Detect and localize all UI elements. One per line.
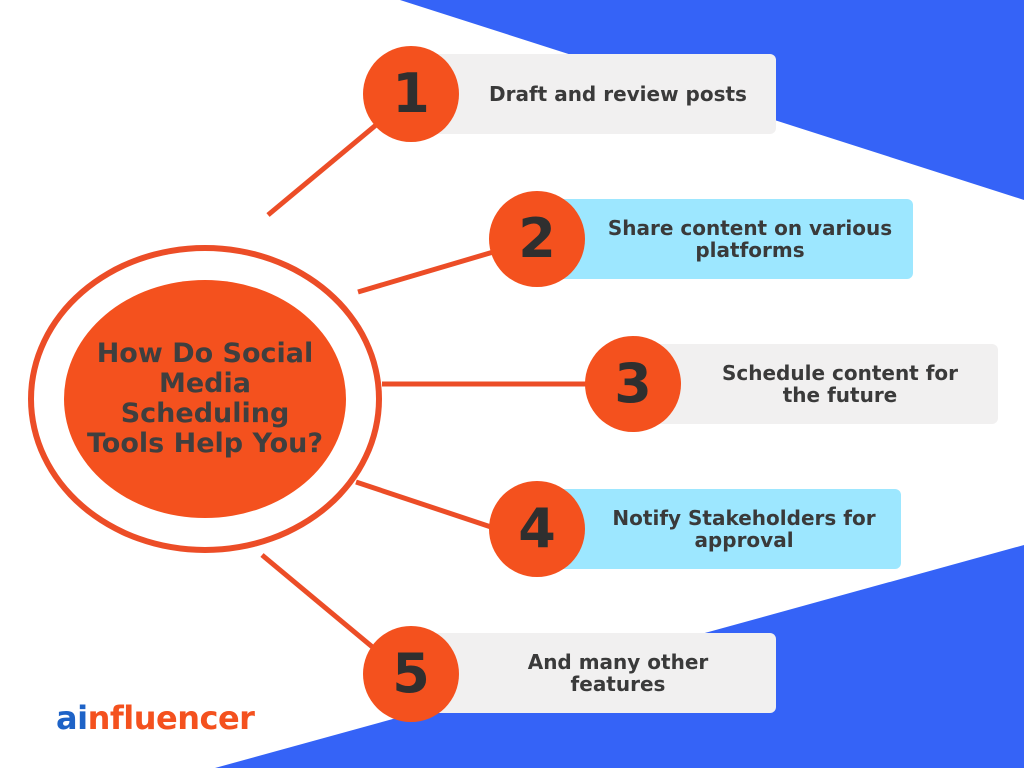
step-card-2: Share content on various platforms xyxy=(535,199,913,279)
center-title: How Do Social Media Scheduling Tools Hel… xyxy=(86,338,324,459)
step-card-5: And many other features xyxy=(408,633,776,713)
step-badge-2: 2 xyxy=(489,191,585,287)
brand-logo: ainfluencer xyxy=(56,699,255,737)
center-circle: How Do Social Media Scheduling Tools Hel… xyxy=(64,280,346,518)
connector-line-1 xyxy=(266,113,390,217)
brand-logo-suffix: nfluencer xyxy=(87,699,255,737)
step-text-3: Schedule content for the future xyxy=(721,361,959,407)
connector-line-5 xyxy=(260,553,390,662)
step-card-4: Notify Stakeholders for approval xyxy=(535,489,901,569)
step-badge-4: 4 xyxy=(489,481,585,577)
brand-logo-prefix: ai xyxy=(56,699,88,737)
step-card-3: Schedule content for the future xyxy=(630,344,998,424)
step-text-1: Draft and review posts xyxy=(489,82,747,106)
step-text-4: Notify Stakeholders for approval xyxy=(612,506,876,552)
step-badge-5: 5 xyxy=(363,626,459,722)
step-badge-1: 1 xyxy=(363,46,459,142)
step-text-5: And many other features xyxy=(527,650,709,696)
step-text-2: Share content on various platforms xyxy=(607,216,893,262)
step-card-1: Draft and review posts xyxy=(408,54,776,134)
connector-line-2 xyxy=(357,247,501,295)
connector-line-4 xyxy=(355,479,501,533)
step-badge-3: 3 xyxy=(585,336,681,432)
